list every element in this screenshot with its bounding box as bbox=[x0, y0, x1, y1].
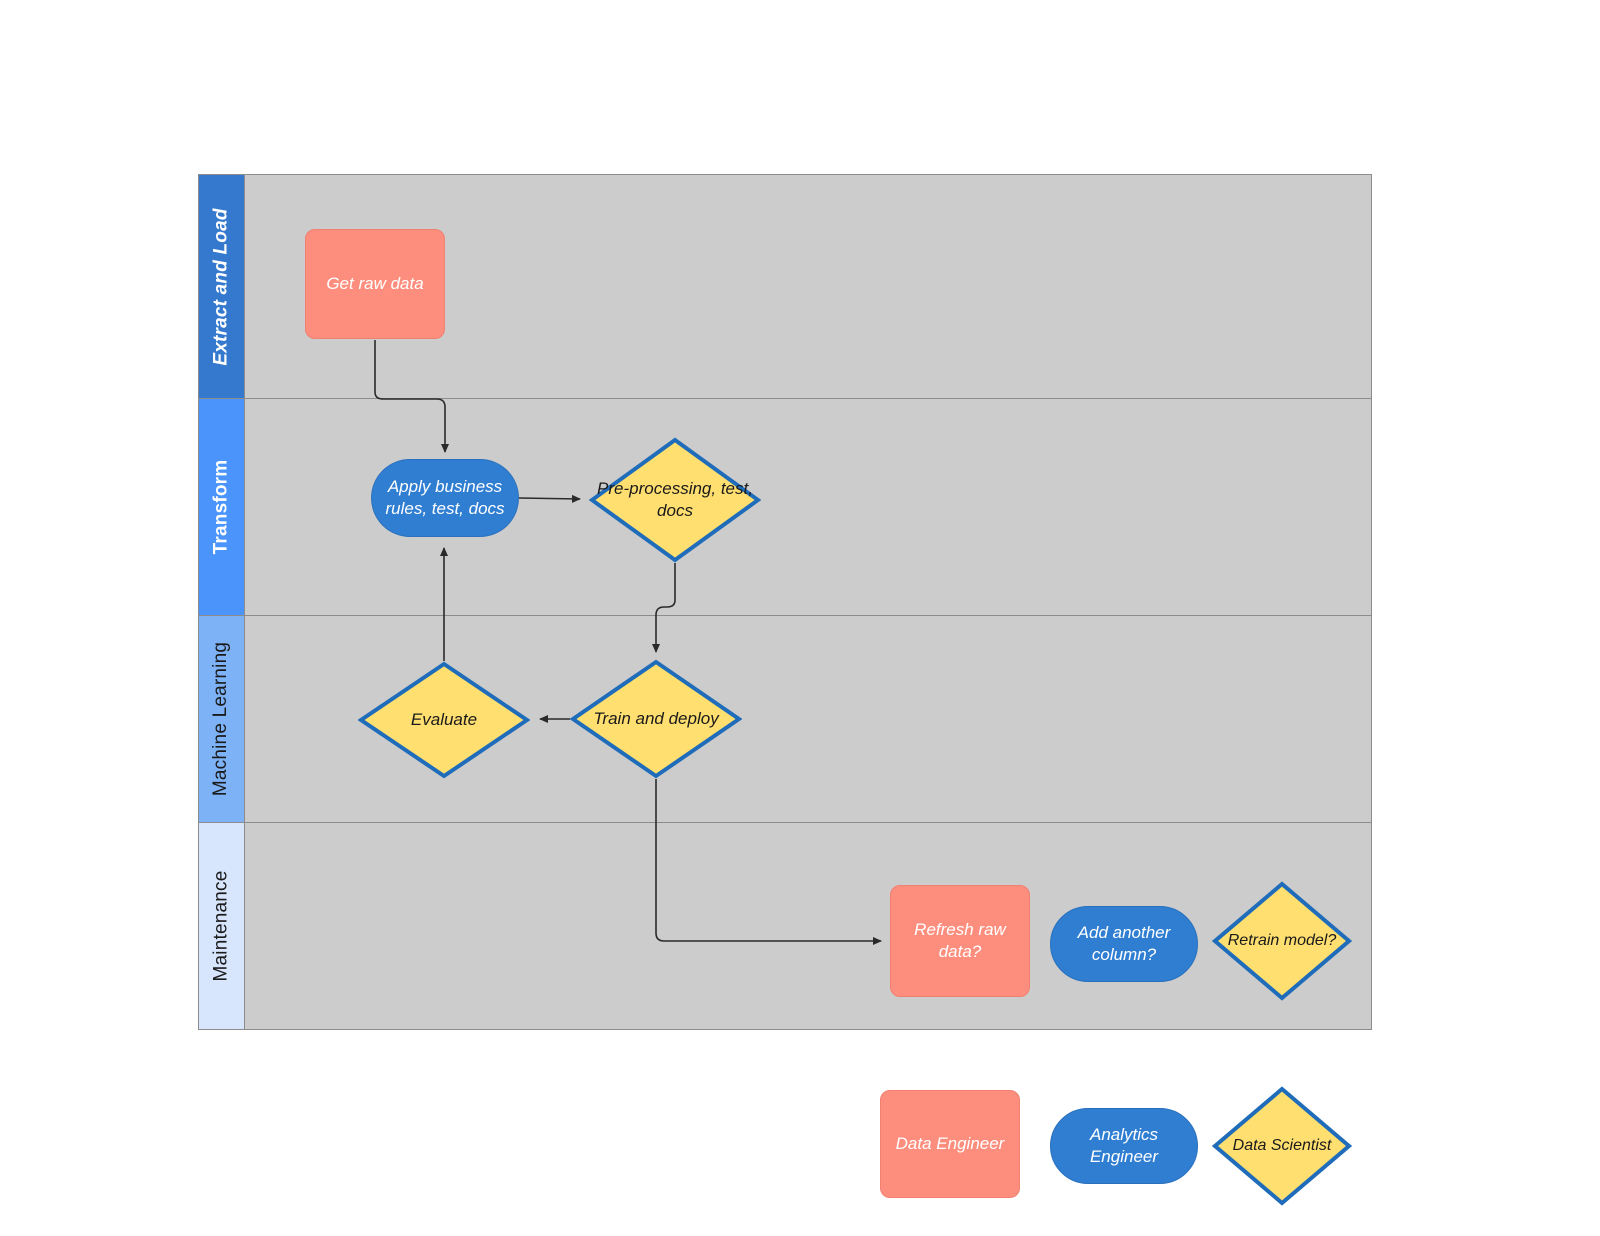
diamond-shape-icon bbox=[589, 437, 761, 563]
lane-header-machine-learning[interactable]: Machine Learning bbox=[199, 616, 245, 822]
node-apply-business-rules[interactable]: Apply business rules, test, docs bbox=[371, 459, 519, 537]
node-get-raw-data[interactable]: Get raw data bbox=[305, 229, 445, 339]
lane-label-extract-and-load: Extract and Load bbox=[210, 207, 232, 366]
legend-label-data-scientist: Data Scientist bbox=[1232, 1136, 1332, 1154]
lane-label-maintenance: Maintenance bbox=[210, 870, 232, 982]
node-label-add-another-column: Add another column? bbox=[1077, 923, 1171, 964]
diamond-shape-icon bbox=[1212, 881, 1352, 1001]
legend-item-data-engineer[interactable]: Data Engineer bbox=[880, 1090, 1020, 1198]
lane-label-transform: Transform bbox=[210, 459, 232, 555]
node-label-refresh-raw-data: Refresh raw data? bbox=[914, 920, 1006, 961]
legend-item-data-scientist[interactable]: Data Scientist bbox=[1212, 1086, 1352, 1206]
node-label-apply-business-rules: Apply business rules, test, docs bbox=[385, 477, 505, 518]
legend-item-analytics-engineer[interactable]: Analytics Engineer bbox=[1050, 1108, 1198, 1184]
diamond-shape-icon bbox=[570, 659, 742, 779]
legend-label-analytics-engineer: Analytics Engineer bbox=[1089, 1125, 1159, 1166]
node-retrain-model[interactable]: Retrain model? bbox=[1212, 881, 1352, 1001]
legend: Data Engineer Analytics Engineer Data Sc… bbox=[880, 1086, 1380, 1206]
lane-label-machine-learning: Machine Learning bbox=[210, 641, 232, 797]
diamond-shape-icon bbox=[1212, 1086, 1352, 1206]
node-add-another-column[interactable]: Add another column? bbox=[1050, 906, 1198, 982]
node-refresh-raw-data[interactable]: Refresh raw data? bbox=[890, 885, 1030, 997]
node-evaluate[interactable]: Evaluate bbox=[358, 661, 530, 779]
lane-header-transform[interactable]: Transform bbox=[199, 399, 245, 615]
node-label-get-raw-data: Get raw data bbox=[326, 274, 424, 294]
lane-header-maintenance[interactable]: Maintenance bbox=[199, 823, 245, 1029]
node-pre-processing[interactable]: Pre-processing, test, docs bbox=[589, 437, 761, 563]
lane-header-extract-and-load[interactable]: Extract and Load bbox=[199, 175, 245, 398]
node-label-pre-processing: Pre-processing, test, docs bbox=[597, 479, 753, 520]
node-label-evaluate: Evaluate bbox=[410, 710, 478, 730]
node-label-retrain-model: Retrain model? bbox=[1227, 931, 1337, 949]
diamond-shape-icon bbox=[358, 661, 530, 779]
node-train-and-deploy[interactable]: Train and deploy bbox=[570, 659, 742, 779]
legend-label-data-engineer: Data Engineer bbox=[895, 1134, 1005, 1154]
node-label-train-and-deploy: Train and deploy bbox=[593, 709, 719, 729]
